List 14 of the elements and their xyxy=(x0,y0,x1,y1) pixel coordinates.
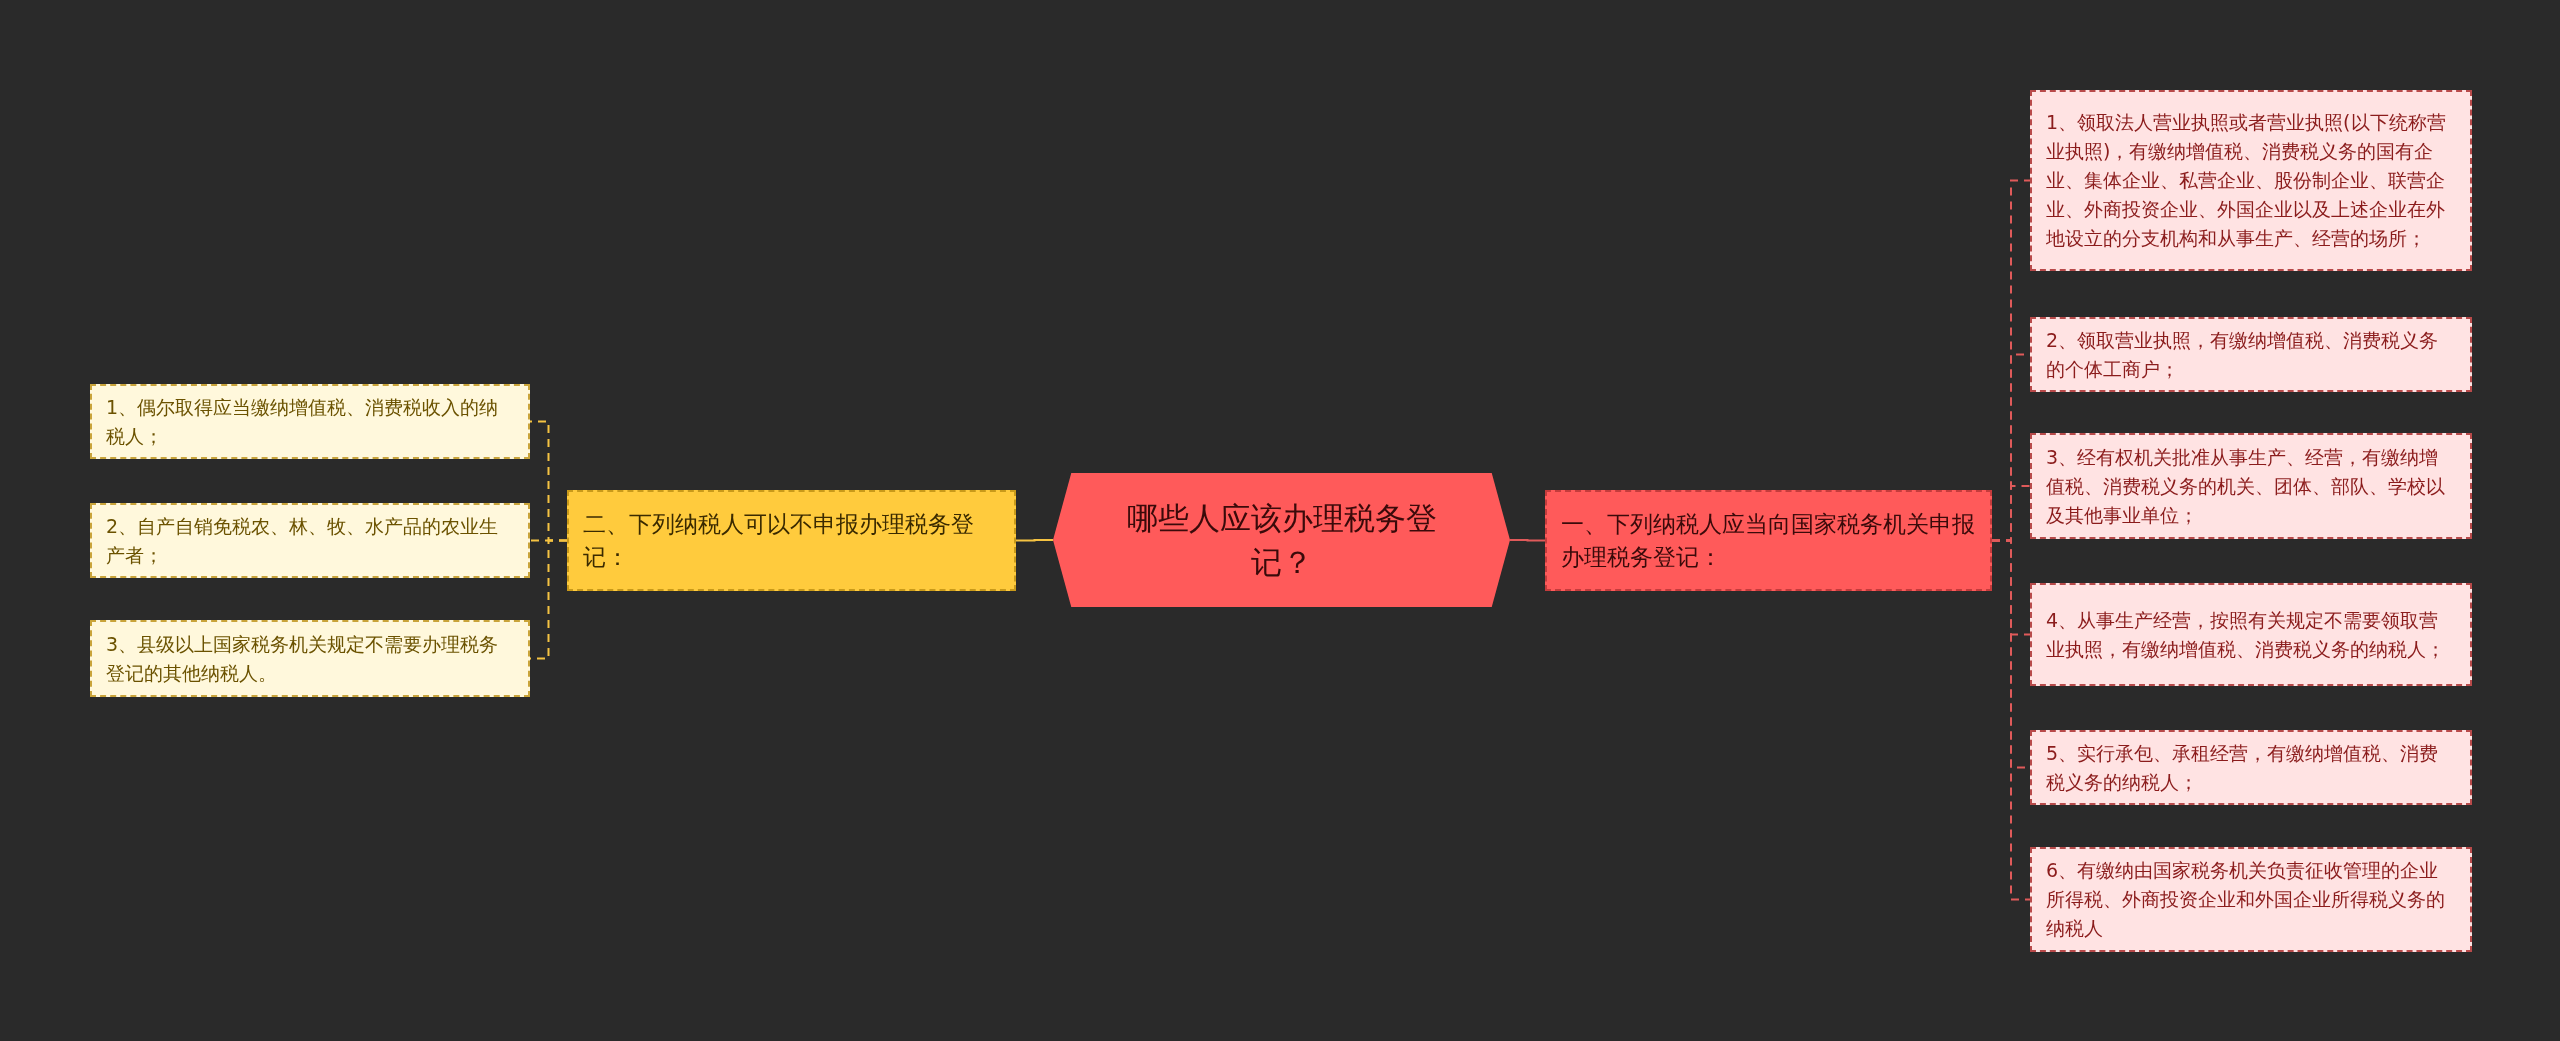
item-box: 6、有缴纳由国家税务机关负责征收管理的企业所得税、外商投资企业和外国企业所得税义务的纳税人 xyxy=(2030,847,2472,952)
item-box: 3、县级以上国家税务机关规定不需要办理税务登记的其他纳税人。 xyxy=(90,620,530,697)
item-box: 3、经有权机关批准从事生产、经营，有缴纳增值税、消费税义务的机关、团体、部队、学校以及其他事业单位； xyxy=(2030,433,2472,539)
item-box: 2、自产自销免税农、林、牧、水产品的农业生产者； xyxy=(90,503,530,578)
item-box: 1、领取法人营业执照或者营业执照(以下统称营业执照)，有缴纳增值税、消费税义务的国有企业、集体企业、私营企业、股份制企业、联营企业、外商投资企业、外国企业以及上述企业在外地设立的分支机构和从事生产、经营的场所； xyxy=(2030,90,2472,271)
topic-hexagon: 哪些人应该办理税务登记？ xyxy=(1053,473,1510,607)
item-box: 2、领取营业执照，有缴纳增值税、消费税义务的个体工商户； xyxy=(2030,317,2472,392)
item-box: 5、实行承包、承租经营，有缴纳增值税、消费税义务的纳税人； xyxy=(2030,730,2472,805)
connector-line xyxy=(1015,539,1054,542)
connector-line xyxy=(1509,539,1546,542)
branch-box: 二、下列纳税人可以不申报办理税务登记： xyxy=(567,490,1016,591)
branch-box: 一、下列纳税人应当向国家税务机关申报办理税务登记： xyxy=(1545,490,1992,591)
item-box: 1、偶尔取得应当缴纳增值税、消费税收入的纳税人； xyxy=(90,384,530,459)
item-box: 4、从事生产经营，按照有关规定不需要领取营业执照，有缴纳增值税、消费税义务的纳税人； xyxy=(2030,583,2472,686)
